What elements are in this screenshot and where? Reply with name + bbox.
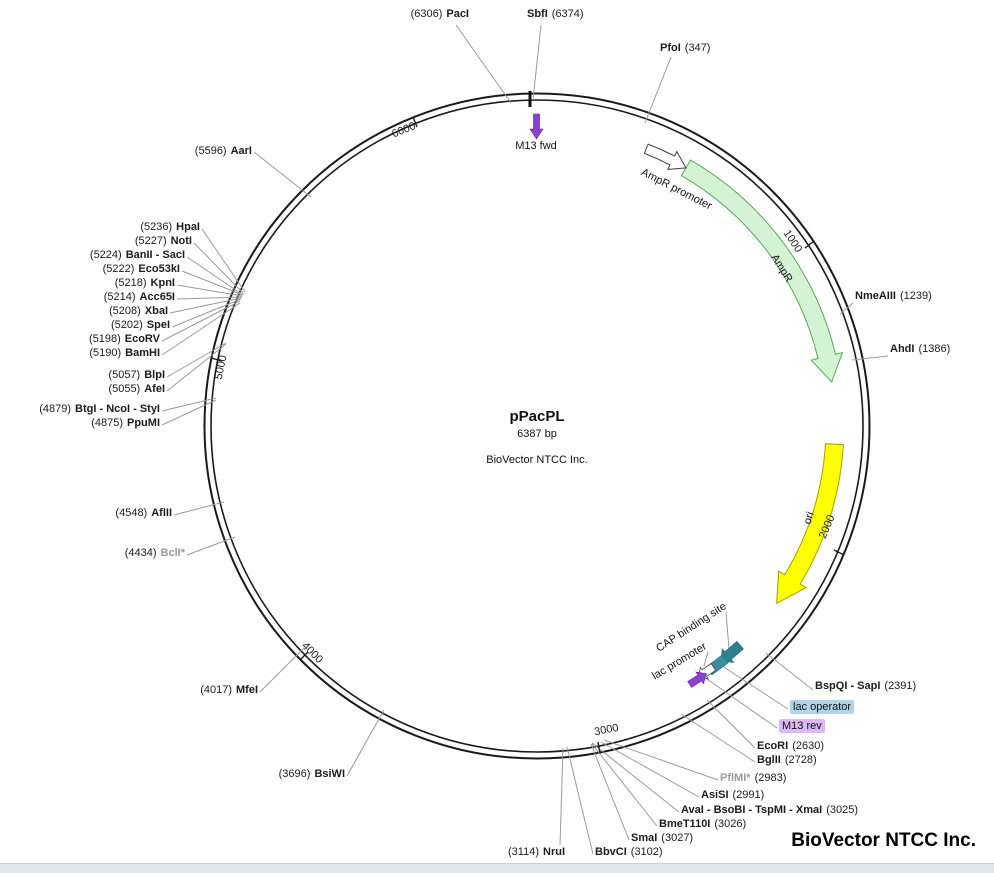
position-tick (210, 357, 223, 362)
leader-line (455, 24, 512, 104)
site-label-eco53ki[interactable]: (5222)Eco53kI (102, 263, 180, 275)
leader-line (765, 652, 814, 691)
site-label-avai-bsobi-tspmi-xmai[interactable]: AvaI - BsoBI - TspMI - XmaI(3025) (681, 804, 858, 816)
site-label-kpni[interactable]: (5218)KpnI (114, 277, 175, 289)
leader-line (706, 699, 756, 749)
leader-line (644, 56, 672, 124)
leader-line (161, 302, 241, 356)
site-label-bamhi[interactable]: (5190)BamHI (89, 347, 160, 359)
plasmid-company: BioVector NTCC Inc. (486, 454, 588, 466)
leader-line (171, 298, 242, 328)
site-label-bglii[interactable]: BglII(2728) (757, 754, 817, 766)
leader-line (603, 739, 719, 781)
site-label-sbfi[interactable]: SbfI(6374) (527, 8, 584, 20)
m13-rev-tag[interactable]: M13 rev (779, 719, 825, 733)
leader-line (161, 397, 217, 412)
leader-line (721, 665, 789, 710)
site-label-xbai[interactable]: (5208)XbaI (108, 305, 168, 317)
leader-line (259, 647, 305, 693)
leader-line (181, 270, 244, 296)
leader-line (166, 343, 227, 392)
ori-feature-arrow[interactable] (776, 443, 844, 605)
leader-line (566, 746, 594, 855)
position-tick (299, 651, 309, 661)
site-label-spei[interactable]: (5202)SpeI (110, 319, 170, 331)
site-label-bspqi-sapi[interactable]: BspQI - SapI(2391) (815, 680, 917, 692)
ampr-feature-arrow[interactable] (680, 159, 844, 383)
position-tick (412, 116, 418, 128)
m13-rev-primer-glyph[interactable] (686, 668, 710, 691)
leader-line (161, 300, 241, 342)
leader-line (839, 302, 854, 315)
watermark: BioVector NTCC Inc. (791, 830, 976, 851)
leader-line (166, 342, 227, 378)
leader-line (346, 709, 385, 777)
site-label-nmeaiii[interactable]: NmeAIII(1239) (855, 290, 932, 302)
leader-line (680, 713, 756, 763)
site-label-nrui[interactable]: (3114)NruI (508, 846, 565, 858)
site-label-aflii[interactable]: (4548)AflII (115, 507, 172, 519)
leader-line (193, 242, 245, 295)
leader-line (851, 355, 889, 361)
site-label-banii-saci[interactable]: (5224)BanII - SacI (89, 249, 185, 261)
site-label-asisi[interactable]: AsiSI(2991) (701, 789, 765, 801)
plasmid-title-block: pPacPL 6387 bp BioVector NTCC Inc. (412, 408, 662, 466)
leader-line (173, 501, 225, 516)
tick-label-6000: 6000 (390, 120, 417, 140)
horizontal-scrollbar[interactable] (0, 863, 994, 873)
site-label-paci[interactable]: (6306)PacI (410, 8, 469, 20)
site-label-ahdi[interactable]: AhdI(1386) (890, 343, 951, 355)
leader-line (591, 742, 680, 813)
site-label-acc65i[interactable]: (5214)Acc65I (103, 291, 175, 303)
site-label-noti[interactable]: (5227)NotI (134, 235, 192, 247)
position-tick (597, 741, 601, 754)
site-label-btgi-ncoi-styi[interactable]: (4879)BtgI - NcoI - StyI (39, 403, 160, 415)
leader-line (703, 651, 709, 667)
leader-line (186, 536, 236, 556)
plasmid-name: pPacPL (509, 408, 565, 425)
site-label-bsiwi[interactable]: (3696)BsiWI (278, 768, 345, 780)
site-label-blpi[interactable]: (5057)BlpI (108, 369, 165, 381)
site-label-ecorv[interactable]: (5198)EcoRV (88, 333, 160, 345)
leader-line (703, 676, 778, 729)
site-label-bcli[interactable]: (4434)BclI* (124, 547, 185, 559)
site-label-afei[interactable]: (5055)AfeI (108, 383, 165, 395)
leader-line (201, 228, 246, 293)
site-label-bbvci[interactable]: BbvCI(3102) (595, 846, 663, 858)
leader-line (176, 284, 243, 297)
position-tick (804, 240, 815, 249)
lac-operator-tag[interactable]: lac operator (790, 700, 855, 714)
leader-line (161, 399, 217, 426)
leader-line (532, 24, 542, 101)
leader-line (600, 741, 700, 798)
tick-label-5000: 5000 (213, 354, 230, 380)
ampr-promoter-arrow[interactable] (643, 143, 687, 170)
site-label-hpai[interactable]: (5236)HpaI (140, 221, 200, 233)
leader-line (725, 611, 730, 650)
m13-fwd-primer-glyph[interactable] (529, 113, 544, 140)
ori-label[interactable]: ori (802, 511, 817, 526)
site-label-ecori[interactable]: EcoRI(2630) (757, 740, 824, 752)
leader-line (253, 151, 312, 198)
leader-line (186, 256, 244, 296)
leader-line (559, 747, 564, 846)
site-label-aari[interactable]: (5596)AarI (194, 145, 252, 157)
site-label-pfoi[interactable]: PfoI(347) (660, 42, 711, 54)
position-tick (833, 549, 845, 556)
leader-line (591, 743, 658, 827)
site-label-bmet110i[interactable]: BmeT110I(3026) (659, 818, 747, 830)
backbone-outer-circle (203, 92, 871, 760)
plasmid-size: 6387 bp (517, 428, 557, 440)
site-label-smai[interactable]: SmaI(3027) (631, 832, 694, 844)
leader-line (590, 743, 630, 841)
backbone-inner-circle (210, 99, 864, 753)
tick-label-3000: 3000 (593, 722, 619, 738)
site-label-mfei[interactable]: (4017)MfeI (200, 684, 258, 696)
leader-line (176, 296, 243, 300)
site-label-pflmi[interactable]: PflMI*(2983) (720, 772, 787, 784)
site-label-ppumi[interactable]: (4875)PpuMI (91, 417, 160, 429)
m13-fwd-label[interactable]: M13 fwd (515, 140, 557, 152)
leader-line (169, 297, 242, 314)
